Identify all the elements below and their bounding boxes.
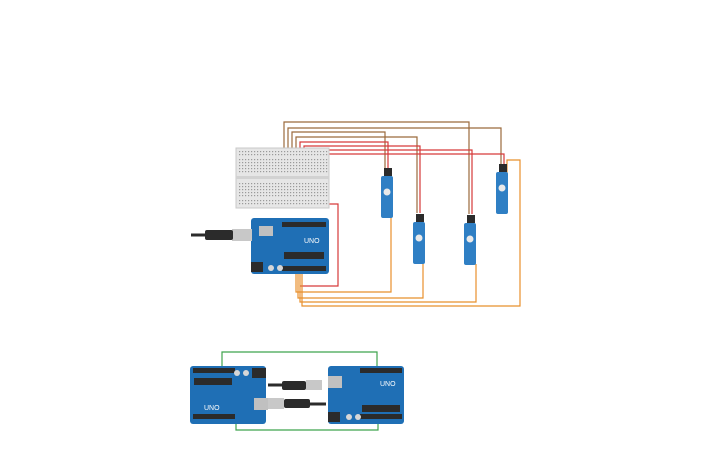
wire-orange-4[interactable] xyxy=(301,159,521,307)
usb-plug-top[interactable] xyxy=(191,229,252,241)
breadboard[interactable] xyxy=(235,147,330,209)
servo-4[interactable] xyxy=(496,164,508,214)
arduino-bottom-right[interactable]: UNO xyxy=(328,366,404,424)
wire-orange-3[interactable] xyxy=(299,262,477,303)
arduino-bottom-left[interactable]: UNO xyxy=(190,366,268,424)
wire-orange-1[interactable] xyxy=(295,217,392,293)
breadboard-holes xyxy=(239,151,328,205)
servo-1[interactable] xyxy=(381,168,393,218)
servo-2[interactable] xyxy=(413,214,425,264)
usb-plug-bottom-1[interactable] xyxy=(268,380,322,390)
servo-3[interactable] xyxy=(464,215,476,265)
wire-red-4[interactable] xyxy=(311,153,505,205)
arduino-top[interactable]: UNO xyxy=(251,218,329,274)
wire-green-top[interactable] xyxy=(221,351,378,370)
arduino-bottom-left-label: UNO xyxy=(204,405,220,412)
arduino-top-label: UNO xyxy=(304,238,320,245)
usb-plug-bottom-2[interactable] xyxy=(268,398,326,409)
arduino-bottom-right-label: UNO xyxy=(380,381,396,388)
wire-orange-2[interactable] xyxy=(297,262,424,299)
